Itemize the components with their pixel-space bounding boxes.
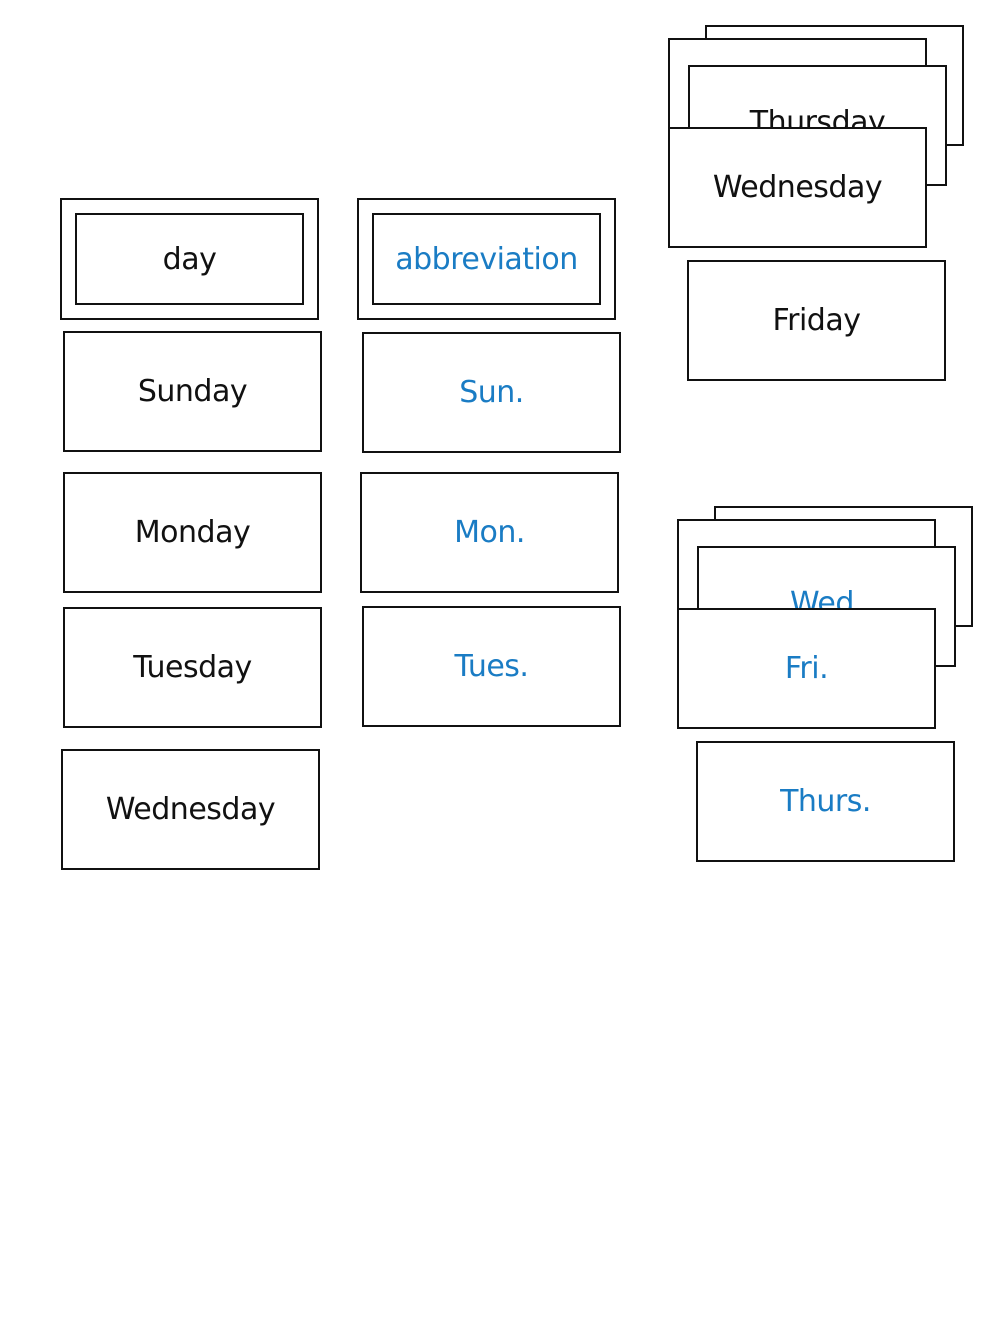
day-card-friday[interactable]: Friday — [687, 260, 946, 381]
abbr-label: Sun. — [459, 375, 524, 410]
header-label-day: day — [162, 241, 217, 277]
header-card-abbreviation[interactable]: abbreviation — [357, 198, 616, 320]
day-label: Monday — [134, 515, 251, 550]
abbr-label: Thurs. — [780, 784, 871, 819]
abbr-card-sun[interactable]: Sun. — [362, 332, 621, 453]
abbr-card-tues[interactable]: Tues. — [362, 606, 621, 727]
abbr-label: Fri. — [784, 651, 829, 686]
abbr-card-thurs[interactable]: Thurs. — [696, 741, 955, 862]
abbr-label: Tues. — [454, 649, 529, 684]
day-label: Wednesday — [712, 170, 883, 205]
abbr-label: Mon. — [454, 515, 525, 550]
stacked-abbr-card-fri[interactable]: Fri. — [677, 608, 936, 729]
header-card-day-inner: day — [75, 213, 304, 305]
day-label: Friday — [772, 303, 861, 338]
day-card-monday[interactable]: Monday — [63, 472, 322, 593]
stacked-card-wednesday[interactable]: Wednesday — [668, 127, 927, 248]
abbr-card-mon[interactable]: Mon. — [360, 472, 619, 593]
header-card-day[interactable]: day — [60, 198, 319, 320]
day-card-wednesday[interactable]: Wednesday — [61, 749, 320, 870]
day-label: Tuesday — [133, 650, 252, 685]
day-card-tuesday[interactable]: Tuesday — [63, 607, 322, 728]
day-label: Wednesday — [105, 792, 276, 827]
day-card-sunday[interactable]: Sunday — [63, 331, 322, 452]
header-card-abbreviation-inner: abbreviation — [372, 213, 601, 305]
header-label-abbreviation: abbreviation — [395, 241, 578, 277]
day-label: Sunday — [137, 374, 248, 409]
